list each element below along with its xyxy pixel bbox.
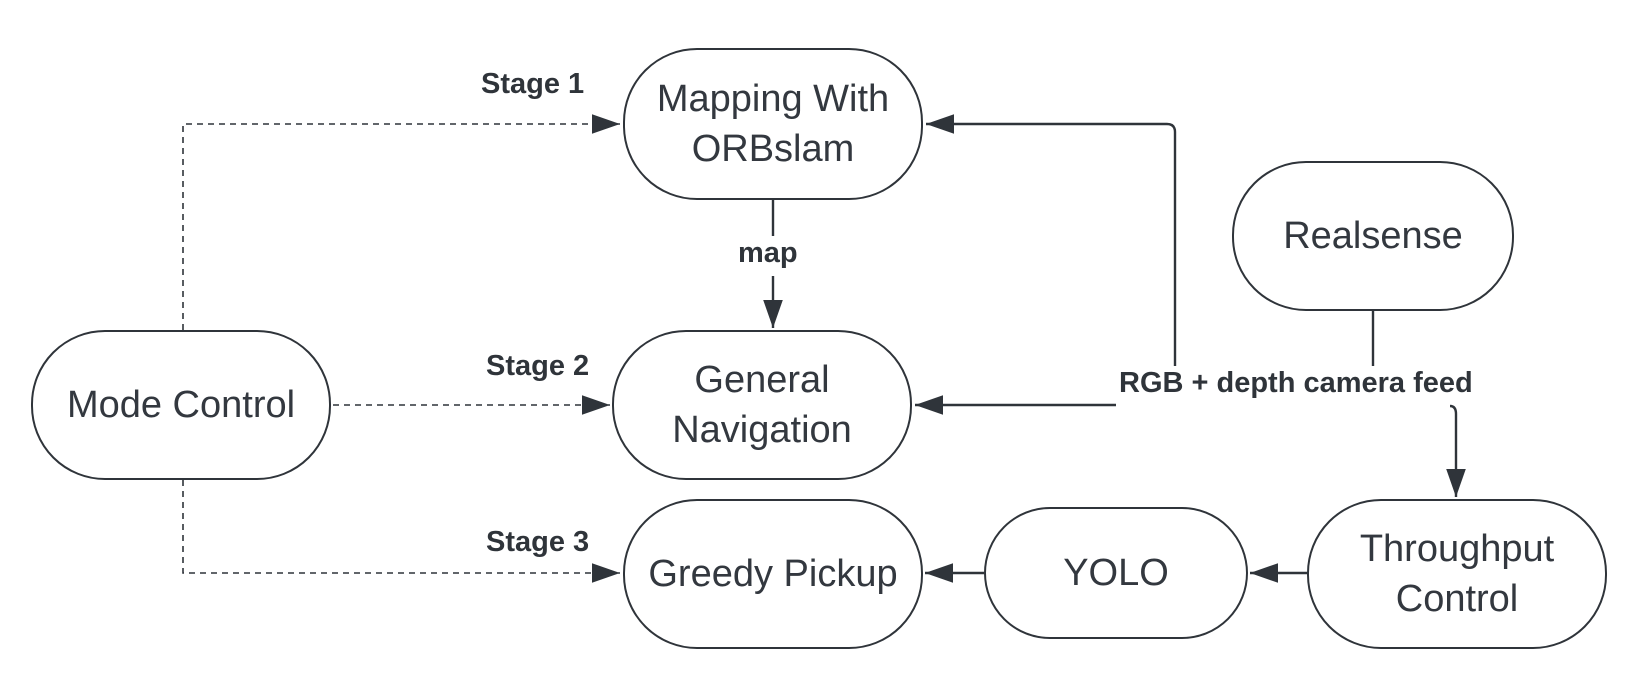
realsense-label: Realsense (1283, 215, 1463, 257)
edge-feed-to-mapping (926, 114, 1177, 366)
realsense-node: Realsense (1232, 161, 1514, 311)
camera-feed-edge-label: RGB + depth camera feed (1115, 366, 1477, 400)
general-navigation-line2: Navigation (672, 409, 852, 451)
mapping-node-line1: Mapping With (656, 78, 890, 120)
edge-mode-to-mapping (182, 114, 620, 330)
mapping-with-orbslam-node: Mapping With ORBslam (623, 48, 923, 200)
mode-control-node: Mode Control (31, 330, 331, 480)
stage-2-label: Stage 2 (486, 349, 590, 383)
stage-3-label: Stage 3 (486, 525, 590, 559)
map-edge-label: map (738, 236, 798, 270)
throughput-control-line1: Throughput (1359, 528, 1555, 570)
stage-1-label: Stage 1 (481, 67, 585, 101)
yolo-node: YOLO (984, 507, 1248, 639)
throughput-control-node: Throughput Control (1307, 499, 1607, 649)
edge-mode-to-greedy (182, 480, 620, 583)
greedy-pickup-label: Greedy Pickup (648, 553, 898, 595)
yolo-label: YOLO (1063, 552, 1169, 594)
throughput-control-line2: Control (1395, 578, 1519, 620)
edge-feed-to-throughput (1446, 404, 1466, 497)
greedy-pickup-node: Greedy Pickup (623, 499, 923, 649)
mode-control-label: Mode Control (66, 384, 296, 426)
general-navigation-node: General Navigation (612, 330, 912, 480)
mapping-node-line2: ORBslam (691, 128, 855, 170)
general-navigation-line1: General (694, 359, 830, 401)
